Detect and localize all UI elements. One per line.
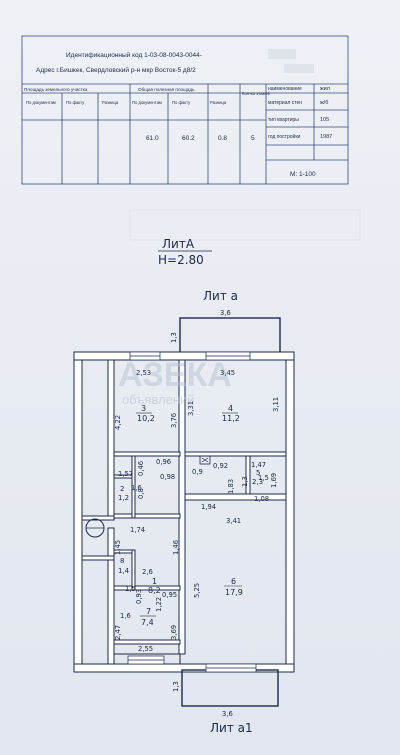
redaction-mark	[268, 49, 296, 59]
room-area-8: 1,4	[118, 567, 130, 575]
plan-windows	[127, 351, 257, 673]
row-wall-label: материал стен	[268, 100, 302, 106]
dim-369: 3,69	[170, 625, 178, 640]
redaction-mark	[284, 64, 314, 73]
dim-093: 0,93	[135, 589, 143, 604]
dim-room4-left: 3,31	[187, 401, 195, 416]
room-number-3: 3	[141, 404, 146, 413]
dim-092: 0,92	[213, 462, 228, 470]
dim-balcony-bottom-width: 3,6	[222, 710, 233, 718]
row-year-value: 1987	[320, 134, 332, 140]
sub-by-fact: По факту	[66, 100, 85, 105]
header-floors: Кол-во этажей	[242, 91, 271, 96]
dim-room4-right: 3,11	[272, 397, 280, 412]
dim-room3-top: 2,53	[136, 369, 151, 377]
room-area-6: 17,9	[225, 588, 243, 597]
room-number-5: 5	[256, 469, 260, 477]
ventilation-cross-icon	[201, 457, 209, 463]
info-table	[21, 35, 349, 185]
room-number-4: 4	[228, 404, 233, 413]
room-number-8: 8	[120, 557, 124, 565]
dimension-labels: 3,6 1,3 2,53 3,45 4,22 3,76 3,31 3,11 1,…	[114, 309, 280, 718]
sub-by-fact-2: По факту	[172, 100, 191, 105]
room-number-7: 7	[146, 607, 151, 616]
dim-341: 3,41	[226, 517, 241, 525]
room-number-2: 2	[120, 485, 124, 493]
row-type-label: тип квартиры	[268, 117, 299, 123]
dim-balcony-top-width: 3,6	[220, 309, 231, 317]
dim-08: 0,8	[137, 488, 145, 499]
dim-169: 1,69	[270, 473, 278, 488]
dim-16b: 1,6	[120, 612, 131, 620]
row-type-value: 105	[320, 117, 329, 123]
dim-147: 1,47	[251, 461, 266, 469]
dim-095: 0,95	[162, 591, 177, 599]
dim-194: 1,94	[201, 503, 216, 511]
row-wall-value: ж/б	[320, 100, 328, 106]
dim-balcony-top-height: 1,3	[170, 332, 178, 343]
watermark-sub: объявлений	[122, 392, 195, 407]
room-area-7: 7,4	[141, 618, 154, 627]
dim-247: 2,47	[114, 625, 122, 640]
lit-a-heading: ЛитА	[162, 237, 195, 251]
dim-room3-right: 3,76	[170, 413, 178, 428]
faint-stamp	[129, 209, 361, 241]
dim-255: 2,55	[138, 645, 153, 653]
row-name-value: жил	[320, 86, 330, 92]
row-name-label: наименование	[268, 86, 302, 92]
dim-098: 0,98	[160, 473, 175, 481]
value-by-documents: 61.0	[146, 135, 159, 142]
room-area-4: 11,2	[222, 414, 240, 423]
ventilation-shaft-icon	[199, 455, 211, 465]
header-land-area: Площадь земельного участка	[24, 87, 88, 92]
lit-a1-bottom-label: Лит а1	[210, 721, 253, 735]
plan-walls	[73, 317, 295, 707]
watermark-logo: АЗЕКА	[118, 356, 232, 394]
dim-16a: 1,6	[131, 484, 142, 492]
room-area-5: 2,3	[252, 478, 263, 486]
dim-525: 5,25	[193, 583, 201, 598]
room-labels: 3 10,2 4 11,2 1 8,2 2 1,2 5 2,3 6 17,9 7…	[118, 404, 263, 627]
dim-room3-left: 4,22	[114, 415, 122, 430]
room-number-6: 6	[231, 577, 236, 586]
sub-difference-2: Разница	[210, 100, 227, 105]
value-by-fact: 60.2	[182, 135, 195, 142]
dim-108: 1,08	[254, 495, 269, 503]
ceiling-height: H=2.80	[158, 253, 204, 267]
dim-146: 1,46	[172, 540, 180, 555]
dim-26: 2,6	[142, 568, 153, 576]
room-number-1: 1	[152, 577, 157, 586]
dim-balcony-bottom-height: 1,3	[172, 681, 180, 692]
address-line: Адрес г.Бишкек, Свердловский р-н мкр Вос…	[36, 66, 196, 74]
dim-174: 1,74	[130, 526, 145, 534]
dim-046: 0,46	[137, 461, 145, 476]
lit-a-top-label: Лит а	[203, 289, 238, 303]
dim-183: 1,83	[227, 479, 235, 494]
dim-15b: 1,5	[125, 585, 136, 593]
value-floors: 5	[251, 135, 255, 142]
sub-by-documents: По документам	[26, 100, 56, 105]
room-area-1: 8,2	[148, 586, 161, 595]
dim-122: 1,22	[155, 597, 163, 612]
dim-room3-bottom: 1,57	[118, 470, 133, 478]
dim-096: 0,96	[156, 458, 171, 466]
dim-15: 1,5	[258, 474, 269, 482]
value-difference: 0.8	[218, 135, 227, 142]
dim-145: 1,45	[114, 540, 122, 555]
row-year-label: год постройки	[268, 133, 301, 140]
room-area-2: 1,2	[118, 494, 129, 502]
sub-difference: Разница	[102, 100, 119, 105]
header-total-area: Общая полезная площадь	[138, 87, 195, 92]
dim-09: 0,9	[192, 468, 203, 476]
sub-by-documents-2: По документам	[132, 100, 162, 105]
scale-label: М: 1-100	[290, 171, 316, 178]
id-code-line: Идентификационный код 1-03-08-0043-0044-	[66, 51, 202, 59]
dim-room4-top: 3,45	[220, 369, 235, 377]
dim-13: 1,3	[241, 476, 249, 487]
room-area-3: 10,2	[137, 414, 155, 423]
